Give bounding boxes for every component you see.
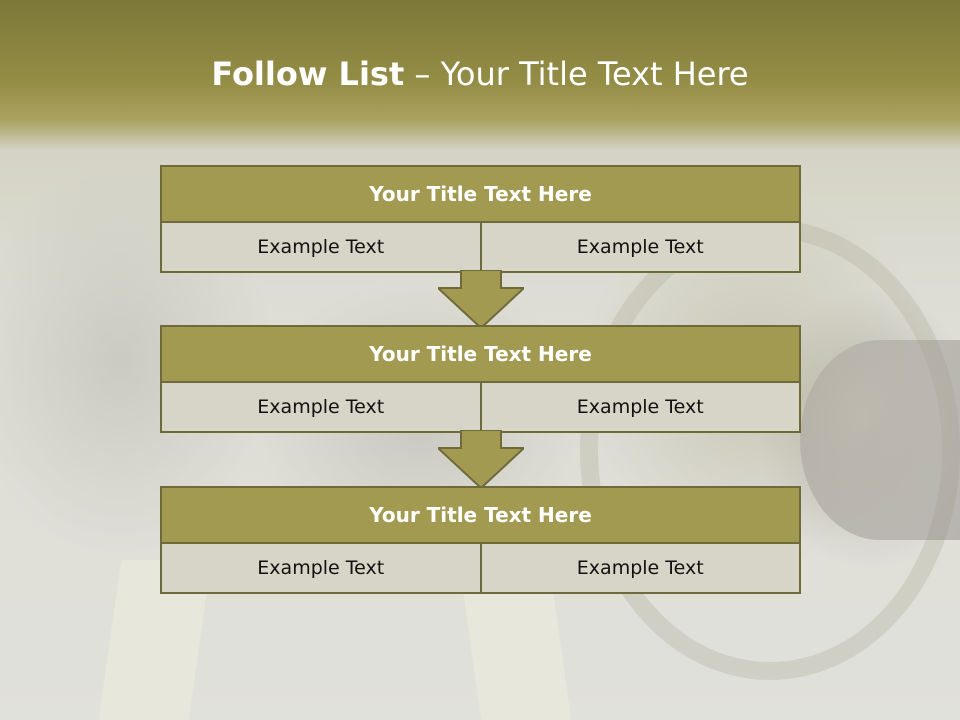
header-band — [0, 0, 960, 150]
block-title: Your Title Text Here — [160, 165, 801, 223]
block-row: Example Text Example Text — [160, 544, 801, 594]
block-title: Your Title Text Here — [160, 486, 801, 544]
block-row: Example Text Example Text — [160, 223, 801, 273]
block-cell-left: Example Text — [160, 223, 482, 273]
block-cell-left: Example Text — [160, 544, 482, 594]
block-row: Example Text Example Text — [160, 383, 801, 433]
list-block-2: Your Title Text Here Example Text Exampl… — [160, 325, 801, 433]
slide-title-bold: Follow List — [211, 55, 405, 93]
block-cell-right: Example Text — [481, 383, 801, 433]
down-arrow-icon — [438, 430, 524, 490]
list-block-3: Your Title Text Here Example Text Exampl… — [160, 486, 801, 594]
background-engine-cone — [800, 340, 960, 540]
block-cell-left: Example Text — [160, 383, 482, 433]
block-cell-right: Example Text — [481, 223, 801, 273]
down-arrow-icon — [438, 270, 524, 330]
block-title: Your Title Text Here — [160, 325, 801, 383]
list-block-1: Your Title Text Here Example Text Exampl… — [160, 165, 801, 273]
block-cell-right: Example Text — [481, 544, 801, 594]
slide-title-rest: – Your Title Text Here — [404, 55, 749, 93]
slide-title: Follow List – Your Title Text Here — [0, 55, 960, 93]
